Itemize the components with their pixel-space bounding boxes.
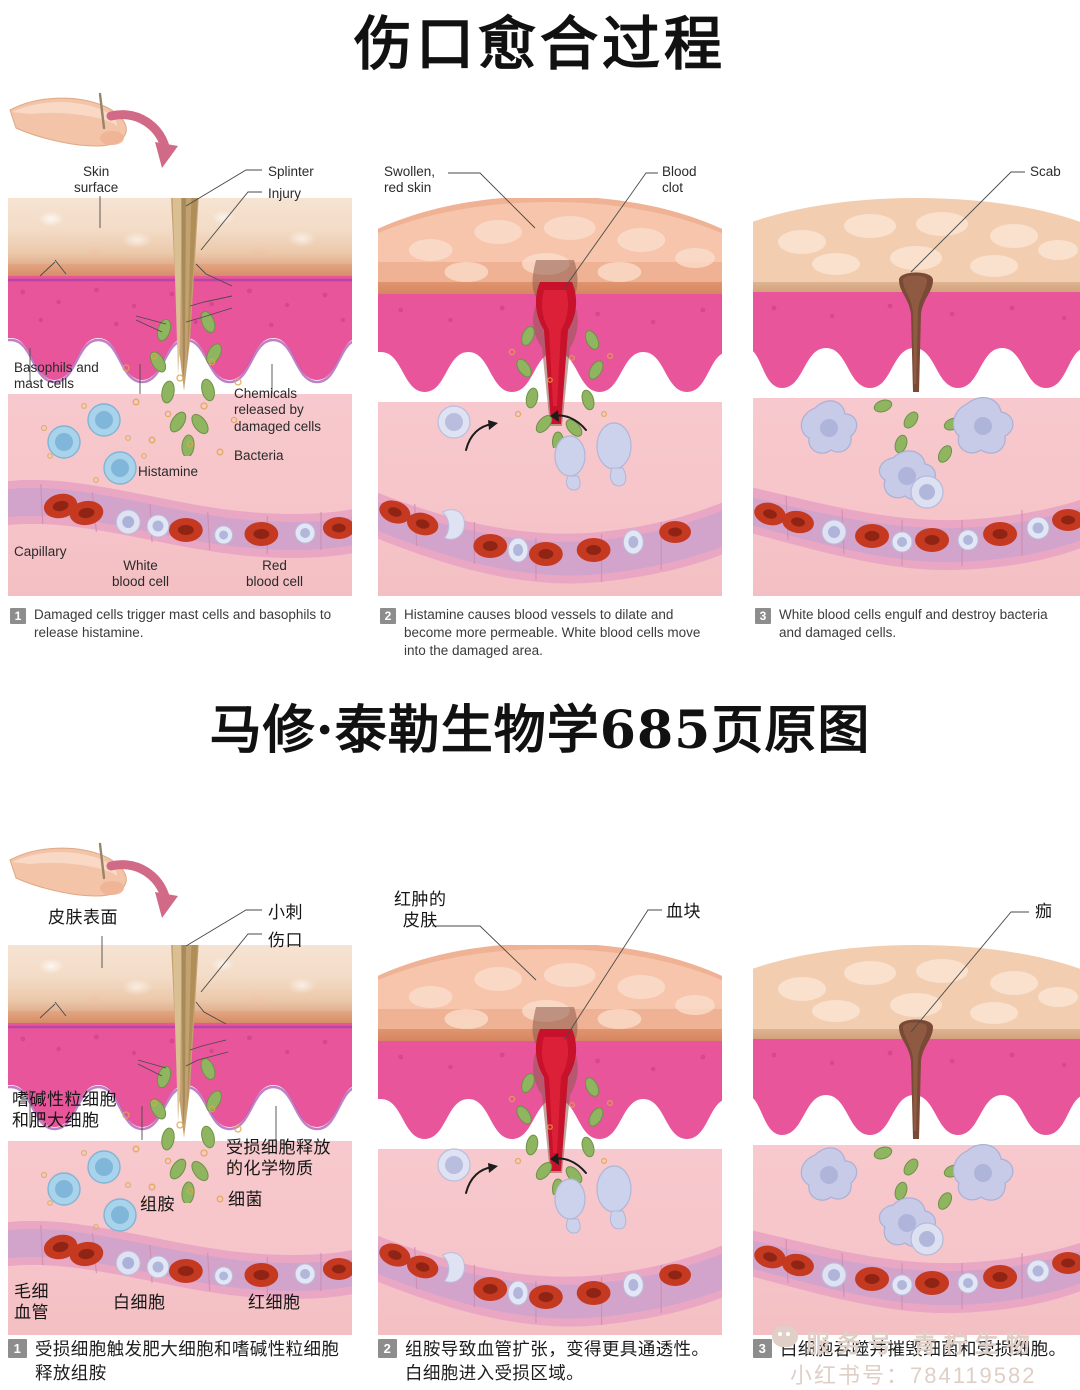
panel-1-inflammation-cn: 皮肤表面 小刺 伤口 嗜碱性粒细胞 和肥大细胞 受损细胞释放 的化学物质 细菌 … bbox=[0, 790, 360, 1390]
bacteria-cluster bbox=[508, 326, 613, 448]
extravasating-white-blood-cells bbox=[437, 405, 632, 491]
caption-text: 组胺导致血管扩张，变得更具通透性。白细胞进入受损区域。 bbox=[405, 1339, 710, 1384]
white-blood-cells-in-vessel bbox=[821, 1259, 1051, 1296]
scab-plug bbox=[899, 1019, 933, 1139]
label-histamine: Histamine bbox=[138, 464, 199, 479]
label-swollen-red-skin: Swollen, red skin bbox=[384, 164, 436, 196]
red-blood-cells bbox=[754, 502, 1080, 552]
page-title: 伤口愈合过程 bbox=[353, 10, 726, 78]
caption-number: 2 bbox=[380, 608, 396, 624]
caption-number: 1 bbox=[8, 1339, 27, 1358]
panel-3-phagocytosis: Scab 3 White blood cells engulf and dest… bbox=[745, 0, 1080, 680]
caption-text: White blood cells engulf and destroy bac… bbox=[779, 607, 1048, 640]
basophil-mast-cells bbox=[40, 403, 147, 485]
caption-3-cn: 3 白细胞吞噬并摧毁细菌和受损细胞。 bbox=[753, 1337, 1079, 1361]
skin-cross-section bbox=[378, 198, 722, 596]
blood-clot bbox=[532, 260, 578, 426]
caption-number: 3 bbox=[755, 608, 771, 624]
skin-cross-section bbox=[8, 945, 352, 1335]
panel-1-inflammation: Skin surface Splinter Injury Basophils a… bbox=[0, 0, 360, 680]
finger-with-splinter-illustration bbox=[9, 92, 178, 168]
red-blood-cells bbox=[44, 493, 352, 546]
white-blood-cells-in-vessel bbox=[115, 1250, 316, 1286]
label-bacteria-cn: 细菌 bbox=[228, 1190, 263, 1209]
panel-3-phagocytosis-cn: 痂 3 白细胞吞噬并摧毁细菌和受损细胞。 bbox=[745, 790, 1080, 1390]
label-scab-cn: 痂 bbox=[1035, 902, 1053, 921]
skin-cross-section bbox=[753, 198, 1080, 596]
label-skin-surface: Skin surface bbox=[74, 164, 119, 196]
caption-text: 受损细胞触发肥大细胞和嗜碱性粒细胞释放组胺 bbox=[35, 1339, 340, 1384]
bacteria-cluster bbox=[508, 1073, 613, 1195]
skin-cross-section bbox=[753, 945, 1080, 1335]
english-diagram-row: Skin surface Splinter Injury Basophils a… bbox=[0, 0, 1080, 680]
chemical-granules bbox=[122, 1099, 242, 1203]
phagocytes-and-bacteria bbox=[800, 1143, 1014, 1256]
white-blood-cells-in-vessel bbox=[115, 509, 316, 545]
dilated-capillary bbox=[378, 492, 722, 584]
mid-heading: 马修·泰勒生物学685页原图 bbox=[209, 700, 871, 761]
caption-1-cn: 1 受损细胞触发肥大细胞和嗜碱性粒细胞释放组胺 bbox=[8, 1337, 354, 1385]
dilated-capillary bbox=[378, 1235, 722, 1327]
label-injury: Injury bbox=[268, 186, 302, 201]
white-blood-cells-migrating bbox=[441, 509, 644, 563]
label-histamine-cn: 组胺 bbox=[140, 1195, 175, 1214]
label-bacteria: Bacteria bbox=[234, 448, 284, 463]
panel-2-dilation: Swollen, red skin Blood clot 2 Histamine… bbox=[370, 0, 735, 680]
skin-cross-section bbox=[378, 945, 722, 1335]
caption-3: 3 White blood cells engulf and destroy b… bbox=[755, 606, 1070, 642]
skin-cross-section bbox=[8, 198, 352, 596]
label-white-blood-cell-cn: 白细胞 bbox=[113, 1293, 166, 1312]
extravasating-white-blood-cells bbox=[437, 1148, 632, 1234]
red-blood-cells bbox=[379, 1243, 692, 1309]
label-skin-surface-cn: 皮肤表面 bbox=[48, 908, 118, 927]
label-chemicals-released-cn: 受损细胞释放 的化学物质 bbox=[226, 1138, 331, 1178]
label-capillary-cn: 毛细 血管 bbox=[14, 1282, 49, 1322]
label-chemicals-released: Chemicals released by damaged cells bbox=[234, 386, 322, 434]
label-red-blood-cell: Red blood cell bbox=[246, 558, 304, 590]
finger-with-splinter-illustration bbox=[9, 842, 178, 918]
chinese-diagram-row: 皮肤表面 小刺 伤口 嗜碱性粒细胞 和肥大细胞 受损细胞释放 的化学物质 细菌 … bbox=[0, 790, 1080, 1390]
caption-2-cn: 2 组胺导致血管扩张，变得更具通透性。白细胞进入受损区域。 bbox=[378, 1337, 724, 1385]
caption-number: 3 bbox=[753, 1339, 772, 1358]
label-injury-cn: 伤口 bbox=[268, 931, 303, 950]
label-splinter-cn: 小刺 bbox=[268, 903, 303, 922]
red-blood-cells bbox=[754, 1245, 1080, 1295]
label-splinter: Splinter bbox=[268, 164, 314, 179]
panel-2-dilation-cn: 红肿的 皮肤 血块 2 组胺导致血管扩张，变得更具通透性。白细胞进入受损区域。 bbox=[370, 790, 735, 1390]
label-blood-clot: Blood clot bbox=[662, 164, 697, 196]
blood-clot bbox=[532, 1007, 578, 1173]
capillary-vessel bbox=[753, 1230, 1080, 1314]
splinter-wedge bbox=[171, 945, 199, 1138]
chemical-granules bbox=[122, 352, 242, 456]
basophil-mast-cells bbox=[40, 1150, 147, 1232]
red-blood-cells bbox=[379, 500, 692, 566]
label-capillary: Capillary bbox=[14, 544, 67, 559]
white-blood-cells-migrating bbox=[441, 1252, 644, 1306]
label-scab: Scab bbox=[1030, 164, 1061, 179]
scab-plug bbox=[899, 272, 933, 392]
caption-text: Damaged cells trigger mast cells and bas… bbox=[34, 607, 332, 640]
caption-number: 1 bbox=[10, 608, 26, 624]
capillary-vessel bbox=[753, 487, 1080, 571]
phagocytes-and-bacteria bbox=[800, 396, 1014, 509]
caption-text: 白细胞吞噬并摧毁细菌和受损细胞。 bbox=[780, 1339, 1067, 1359]
splinter-wedge bbox=[171, 198, 199, 391]
caption-number: 2 bbox=[378, 1339, 397, 1358]
red-blood-cells bbox=[44, 1234, 352, 1287]
wechat-bubble-icon bbox=[772, 1326, 798, 1347]
label-blood-clot-cn: 血块 bbox=[666, 902, 701, 921]
label-swollen-red-skin-cn: 红肿的 皮肤 bbox=[394, 890, 447, 930]
label-red-blood-cell-cn: 红细胞 bbox=[248, 1293, 301, 1312]
caption-text: Histamine causes blood vessels to dilate… bbox=[404, 607, 701, 658]
capillary-vessel bbox=[8, 479, 352, 559]
caption-1: 1 Damaged cells trigger mast cells and b… bbox=[10, 606, 340, 642]
label-basophils-mast-cells-cn: 嗜碱性粒细胞 和肥大细胞 bbox=[12, 1090, 117, 1130]
label-basophils-mast-cells: Basophils and mast cells bbox=[14, 360, 99, 392]
white-blood-cells-in-vessel bbox=[821, 516, 1051, 553]
capillary-vessel bbox=[8, 1220, 352, 1300]
caption-2: 2 Histamine causes blood vessels to dila… bbox=[380, 606, 720, 660]
label-white-blood-cell: White blood cell bbox=[112, 558, 170, 590]
